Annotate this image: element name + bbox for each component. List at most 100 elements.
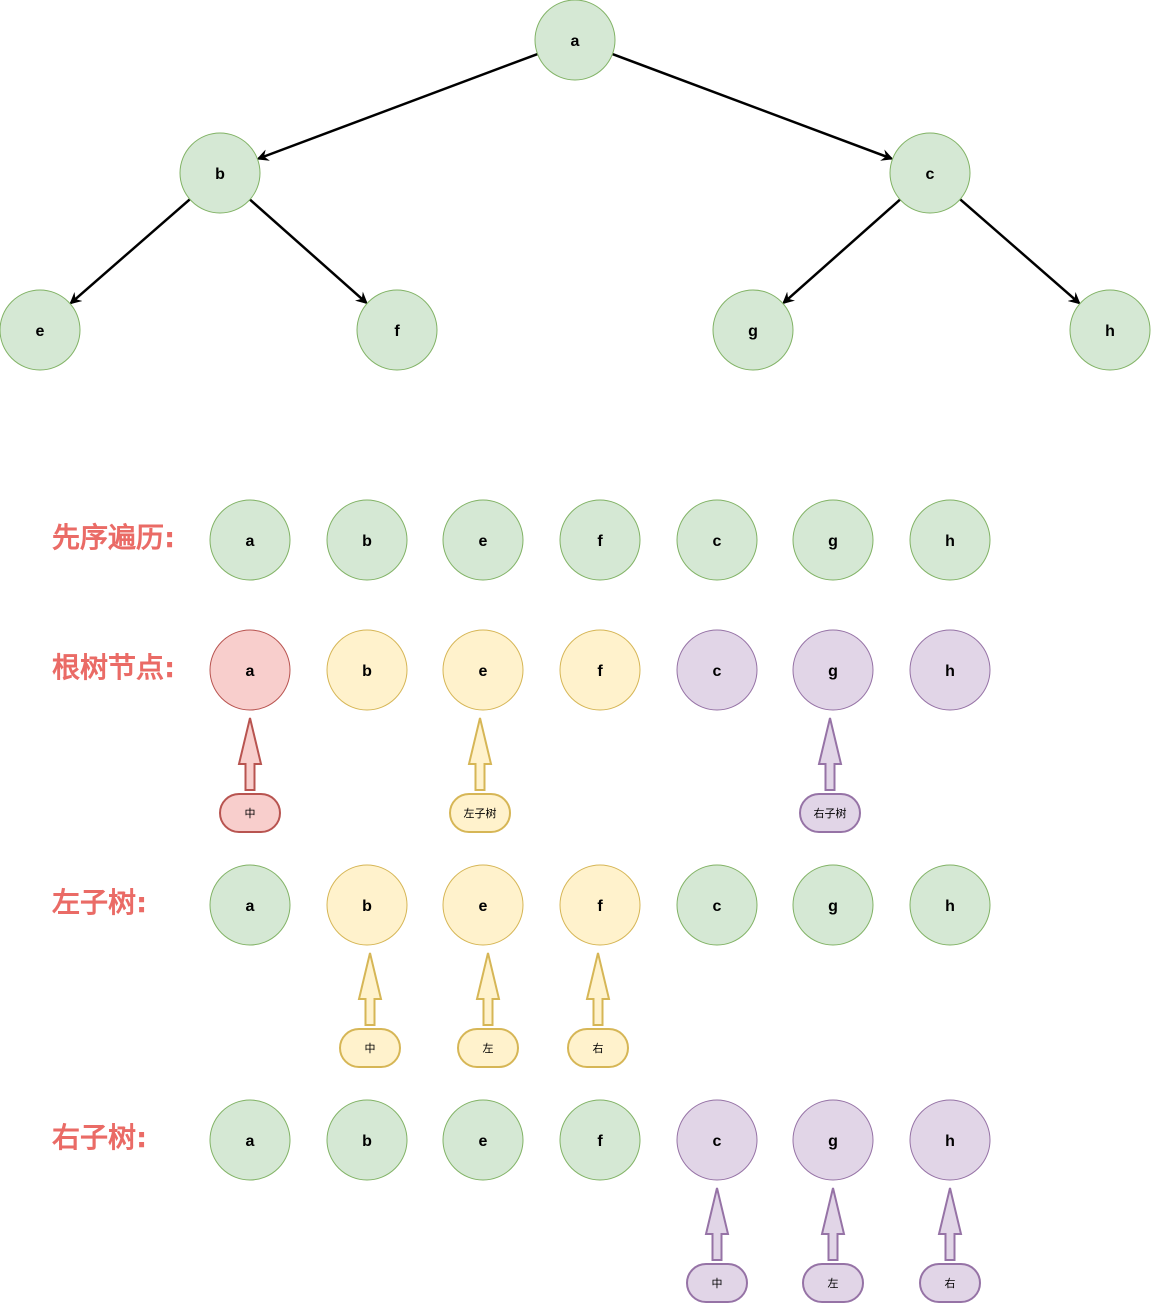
node-circle: [792, 499, 874, 581]
pointer-left-subtree-2: 右: [567, 952, 629, 1068]
sequence-node-f: f: [559, 629, 641, 711]
pointer-label: 左: [483, 1042, 494, 1055]
node-circle: [209, 629, 291, 711]
pointer-pill: [919, 1263, 981, 1303]
node-circle: [676, 629, 758, 711]
sequence-node-a: a: [209, 1099, 291, 1181]
node-label: a: [571, 33, 580, 50]
node-label: b: [362, 533, 372, 550]
node-circle: [792, 864, 874, 946]
node-circle: [179, 132, 261, 214]
sequence-node-f: f: [559, 1099, 641, 1181]
node-label: f: [597, 663, 603, 680]
pointer-label: 中: [245, 807, 256, 820]
node-circle: [326, 1099, 408, 1181]
tree-node-e: e: [0, 289, 81, 371]
node-circle: [909, 499, 991, 581]
sequence-node-f: f: [559, 499, 641, 581]
sequence-node-b: b: [326, 1099, 408, 1181]
node-circle: [559, 1099, 641, 1181]
sequence-node-h: h: [909, 499, 991, 581]
node-label: h: [945, 898, 955, 915]
node-circle: [712, 289, 794, 371]
edge-c-g-arrow: [782, 198, 901, 305]
row-label-preorder: 先序遍历:: [52, 521, 176, 554]
node-label: c: [713, 898, 722, 915]
row-label-right-subtree: 右子树:: [52, 1121, 148, 1154]
pointer-pill: [799, 793, 861, 833]
node-label: g: [828, 1133, 838, 1150]
row-label-root: 根树节点:: [52, 651, 176, 684]
pointer-label: 左子树: [464, 806, 497, 820]
sequence-node-a: a: [209, 499, 291, 581]
sequence-node-g: g: [792, 1099, 874, 1181]
node-circle: [534, 0, 616, 81]
sequence-node-a: a: [209, 629, 291, 711]
pointer-label: 中: [365, 1042, 376, 1055]
node-label: a: [246, 898, 255, 915]
node-circle: [442, 1099, 524, 1181]
tree-node-c: c: [889, 132, 971, 214]
pointer-label: 右: [945, 1276, 956, 1290]
pointer-pill: [219, 793, 281, 833]
pointer-label: 中: [712, 1277, 723, 1290]
sequence-node-h: h: [909, 1099, 991, 1181]
pointer-pill: [567, 1028, 629, 1068]
sequence-node-b: b: [326, 629, 408, 711]
node-label: a: [246, 663, 255, 680]
node-label: a: [246, 533, 255, 550]
node-label: b: [362, 1133, 372, 1150]
up-arrow-icon: [357, 952, 383, 1026]
node-circle: [792, 1099, 874, 1181]
node-label: a: [246, 1133, 255, 1150]
sequence-node-h: h: [909, 629, 991, 711]
pointer-pill: [339, 1028, 401, 1068]
node-circle: [909, 1099, 991, 1181]
node-circle: [676, 864, 758, 946]
pointer-left-subtree-0: 中: [339, 952, 401, 1068]
node-circle: [442, 629, 524, 711]
node-circle: [676, 1099, 758, 1181]
edge-a-b-arrow: [256, 52, 538, 161]
node-label: g: [748, 323, 758, 340]
up-arrow-icon: [585, 952, 611, 1026]
node-circle: [1069, 289, 1151, 371]
node-label: g: [828, 533, 838, 550]
node-label: g: [828, 663, 838, 680]
edge-c-h-arrow: [959, 198, 1081, 305]
sequence-node-a: a: [209, 864, 291, 946]
node-label: e: [36, 323, 45, 340]
up-arrow-icon: [467, 717, 493, 791]
sequence-node-g: g: [792, 499, 874, 581]
node-label: b: [362, 898, 372, 915]
up-arrow-icon: [475, 952, 501, 1026]
sequence-node-e: e: [442, 499, 524, 581]
sequence-node-c: c: [676, 1099, 758, 1181]
node-circle: [356, 289, 438, 371]
pointer-right-subtree-0: 中: [686, 1187, 748, 1303]
node-circle: [909, 629, 991, 711]
node-label: c: [926, 166, 935, 183]
node-label: f: [597, 1133, 603, 1150]
pointer-root-0: 中: [219, 717, 281, 833]
node-circle: [326, 499, 408, 581]
tree-node-h: h: [1069, 289, 1151, 371]
node-circle: [326, 629, 408, 711]
pointer-root-1: 左子树: [449, 717, 511, 833]
node-label: c: [713, 1133, 722, 1150]
edge-a-c-arrow: [612, 52, 894, 161]
sequence-node-h: h: [909, 864, 991, 946]
node-label: e: [479, 898, 488, 915]
up-arrow-icon: [237, 717, 263, 791]
sequence-node-c: c: [676, 499, 758, 581]
tree-node-a: a: [534, 0, 616, 81]
up-arrow-icon: [817, 717, 843, 791]
sequence-node-g: g: [792, 864, 874, 946]
node-circle: [889, 132, 971, 214]
pointer-right-subtree-2: 右: [919, 1187, 981, 1303]
node-label: e: [479, 1133, 488, 1150]
